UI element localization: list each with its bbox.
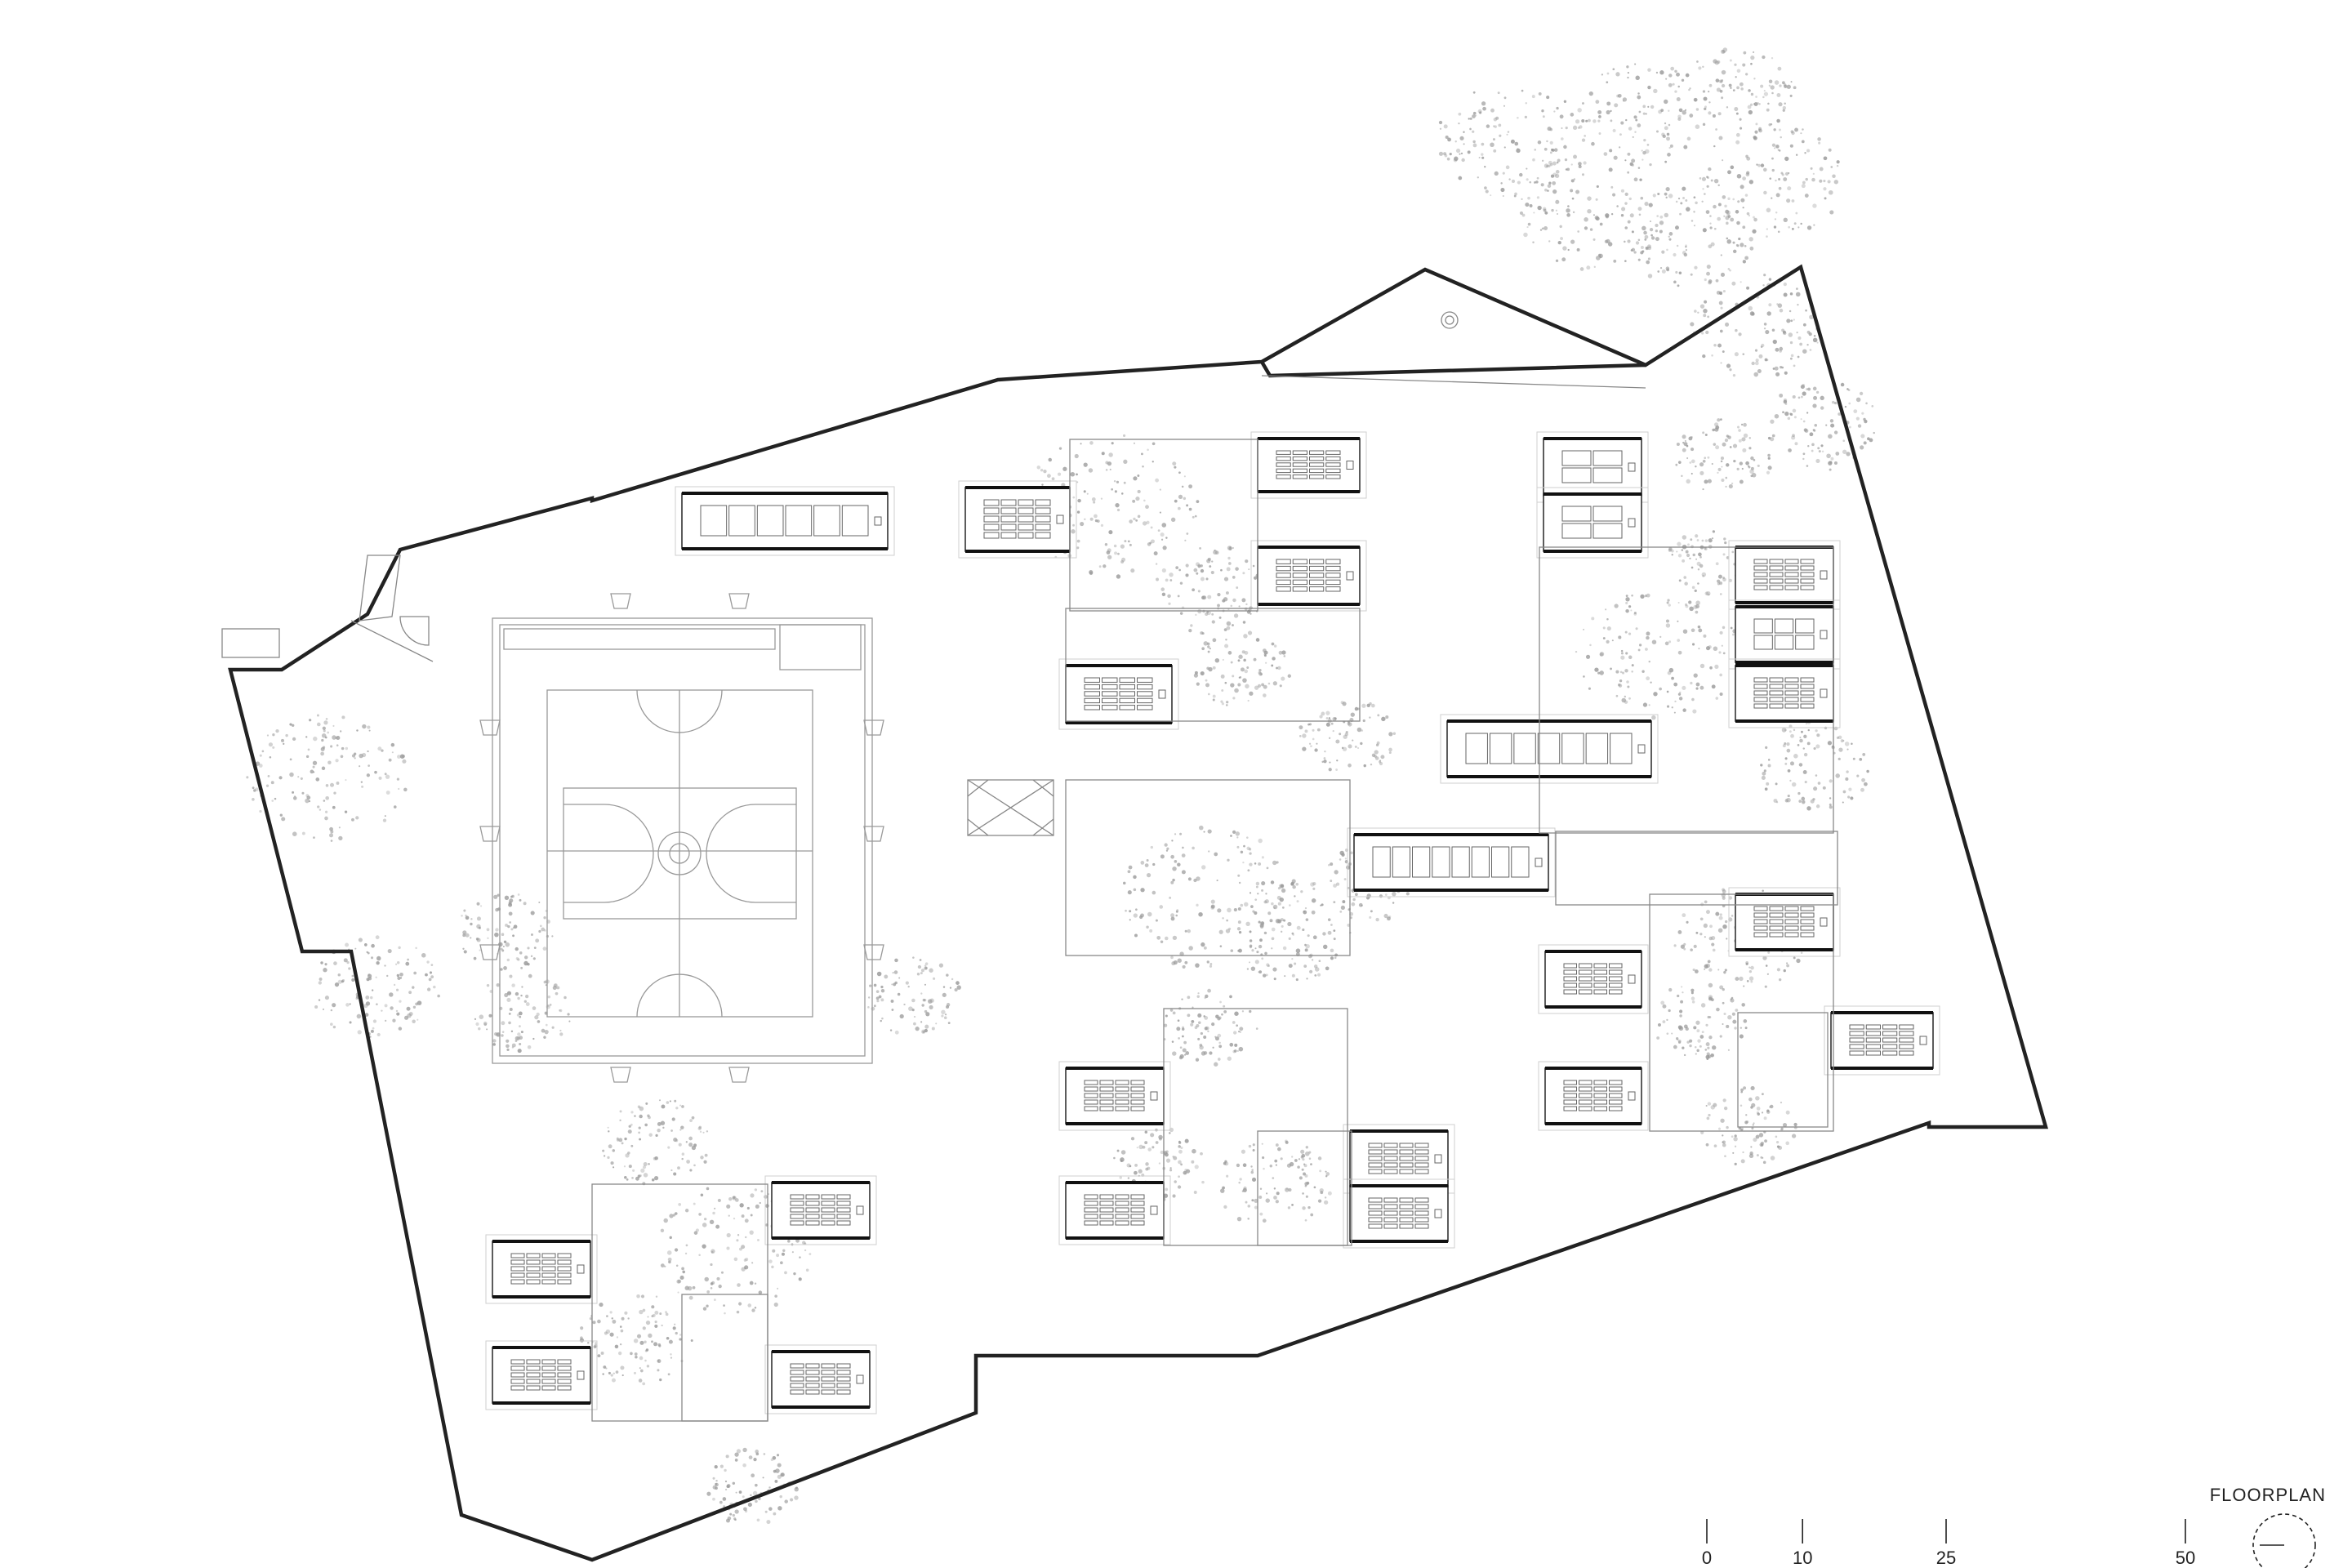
classroom [1728,887,1841,957]
tree-cluster [1675,418,1772,491]
spotlight-icon [728,1067,750,1083]
entrance-pavilion [221,555,434,662]
classroom [1343,1178,1455,1249]
spotlight-icon [863,826,884,842]
classroom [1536,431,1649,503]
tree-cluster [1519,154,1664,271]
tree-cluster [867,956,961,1035]
tree-cluster [1220,1139,1332,1223]
classroom [1536,487,1649,559]
spotlight-icon [728,593,750,609]
tree-cluster [1690,274,1820,377]
courtyard-ne [1069,439,1258,612]
tree-cluster [1656,985,1748,1060]
classroom [1538,1061,1649,1131]
site-outline [228,264,2048,1562]
classroom [485,1340,598,1410]
tree-cluster [1228,880,1354,982]
spotlight-icon [479,719,501,736]
classroom [485,1234,598,1304]
scale-tick-label: 25 [1936,1548,1956,1568]
tree-cluster [1438,89,1586,198]
courtyard-admin [1539,546,1834,834]
classroom [1250,431,1367,499]
classroom [1058,658,1179,730]
site-boundary [228,264,2048,1562]
tree-cluster [579,1294,693,1386]
classroom [1250,540,1367,612]
classroom [1058,1175,1171,1245]
classroom [675,486,895,556]
tree-cluster [1123,825,1296,969]
north-arrow-icon [1441,311,1459,329]
tree-cluster [1575,63,1707,167]
tree-cluster [1298,701,1396,772]
tree-cluster [1156,546,1264,635]
tree-cluster [1668,530,1746,596]
tree-cluster [1685,47,1797,134]
classroom [1728,658,1841,728]
tree-cluster [1699,127,1840,238]
classroom [1058,1061,1171,1131]
classroom [1728,599,1841,670]
classroom [1440,714,1659,784]
spotlight-icon [863,944,884,960]
tree-cluster [1760,719,1869,811]
classroom-wings [485,431,1940,1414]
scale-tick-label: 10 [1793,1548,1812,1568]
tree-cluster [1575,593,1738,720]
corridor-north-edge [1261,375,1646,389]
tree-cluster [1700,1085,1797,1166]
spotlight-icon [479,944,501,960]
tree-cluster [246,714,408,842]
courtyards [591,439,1838,1422]
tree-cluster [1767,382,1875,471]
courtyard-south [1163,1008,1348,1246]
classroom [764,1344,877,1414]
scale-bar: 0 10 25 50 [1702,1519,2195,1568]
tree-cluster [602,1099,709,1186]
spotlight-icon [610,1067,631,1083]
tree-canopy-group [246,47,1875,1525]
tree-cluster [1019,434,1200,579]
tree-cluster [474,973,571,1054]
classroom [958,480,1077,559]
classroom [1728,540,1841,610]
spotlight-icon [863,719,884,736]
spotlight-icon [610,593,631,609]
compass-legend-icon [2252,1513,2316,1568]
courtyard-east [1649,893,1834,1132]
classroom [1538,944,1649,1014]
tree-cluster [1624,186,1757,287]
spotlight-icon [479,826,501,842]
scale-tick-label: 0 [1702,1548,1712,1568]
classroom [1347,827,1556,898]
scale-tick-label: 50 [2176,1548,2195,1568]
courtyard-sw [591,1183,768,1422]
tree-cluster [461,893,554,971]
tree-cluster [1163,988,1258,1067]
classroom [1343,1124,1455,1194]
court-spotlights [479,593,884,1083]
courtyard-center [1065,779,1351,956]
classroom [1824,1005,1940,1076]
sports-court [479,593,884,1083]
drawing-title: FLOORPLAN [2210,1485,2326,1505]
classroom [764,1175,877,1245]
tree-cluster [1193,630,1291,706]
tree-cluster [1673,888,1806,988]
